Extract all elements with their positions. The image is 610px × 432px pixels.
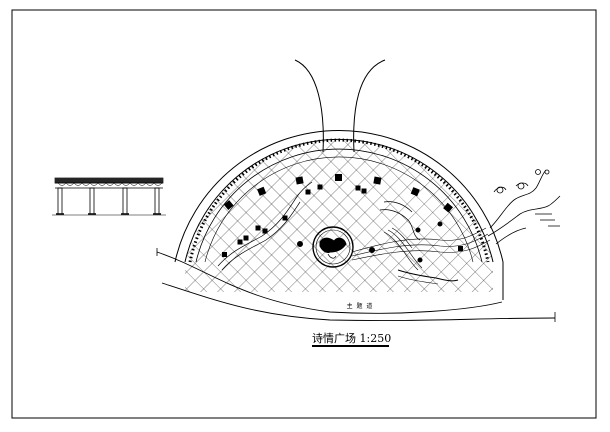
plaza-rings bbox=[184, 138, 494, 263]
central-globe-feature bbox=[312, 226, 354, 268]
road-end-markers bbox=[156, 248, 556, 322]
plaza-features bbox=[237, 184, 443, 263]
drawing-title: 诗情广场 1:250 bbox=[312, 332, 392, 345]
ring-planters bbox=[222, 174, 463, 257]
road-label: 主 题 道 bbox=[346, 303, 374, 310]
plaza-outer-arc bbox=[174, 130, 504, 300]
entrance-path bbox=[294, 59, 386, 153]
pergola-elevation bbox=[52, 177, 166, 216]
outside-stream bbox=[487, 169, 561, 245]
water-channel bbox=[351, 227, 491, 285]
drawing-frame bbox=[11, 9, 597, 419]
plaza-winding-paths bbox=[217, 181, 421, 271]
title-underline bbox=[312, 345, 389, 347]
